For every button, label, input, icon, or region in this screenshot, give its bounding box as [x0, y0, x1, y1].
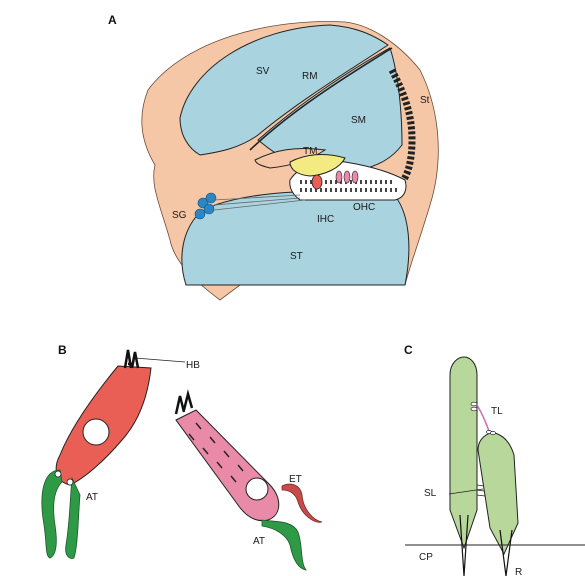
tip-link	[477, 405, 490, 434]
ohc-afferent-terminal	[262, 520, 306, 570]
label-hb: HB	[186, 360, 200, 371]
ihc-hair-bundle	[125, 350, 138, 368]
label-cp: CP	[419, 552, 433, 563]
label-tm: TM	[303, 146, 317, 157]
panel-label-a: A	[108, 13, 117, 27]
label-sg: SG	[172, 210, 187, 221]
ihc-synapse-2	[67, 479, 73, 485]
label-et: ET	[289, 474, 302, 485]
label-at-right: AT	[253, 536, 265, 547]
panel-c-stereocilia: C TL SL CP R	[404, 343, 585, 576]
short-stereocilium	[478, 433, 518, 554]
label-ohc: OHC	[353, 202, 375, 213]
ihc-synapse-1	[55, 471, 61, 477]
label-scala-tympani: ST	[290, 251, 303, 262]
label-r: R	[515, 567, 522, 576]
label-at-left: AT	[86, 492, 98, 503]
label-tl: TL	[491, 406, 503, 417]
ohc-cell-body	[176, 410, 279, 521]
label-ihc: IHC	[317, 214, 334, 225]
panel-a-cochlea: A SV RM SM St TM SG IHC OHC ST	[108, 13, 438, 300]
ohc-nucleus	[246, 478, 268, 500]
tall-stereocilium	[450, 357, 477, 548]
panel-label-c: C	[404, 343, 413, 357]
label-st-stria: St	[420, 95, 430, 106]
label-sm: SM	[351, 115, 366, 126]
ohc-efferent-terminal	[282, 484, 322, 522]
label-sv: SV	[256, 66, 270, 77]
ihc-afferent-terminals	[42, 470, 80, 558]
ohc-hair-bundle	[176, 394, 192, 414]
label-rm: RM	[302, 71, 318, 82]
ihc-nucleus	[83, 419, 109, 445]
outer-hair-cells	[336, 171, 358, 183]
panel-b-hair-cells: B HB AT AT ET	[42, 343, 322, 570]
label-sl: SL	[424, 488, 437, 499]
inner-hair-cell	[312, 175, 322, 189]
panel-label-b: B	[58, 343, 67, 357]
hb-pointer-line	[135, 358, 185, 362]
